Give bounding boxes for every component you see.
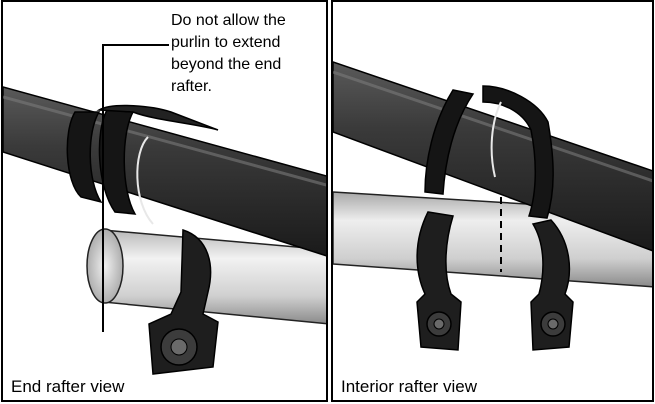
end-rafter-caption: End rafter view	[11, 376, 125, 398]
end-rafter-panel: Do not allow the purlin to extend beyond…	[1, 0, 328, 402]
rafter-strap	[424, 85, 554, 219]
interior-rafter-panel: Interior rafter view	[331, 0, 654, 402]
interior-rafter-caption: Interior rafter view	[341, 376, 478, 398]
clamp-bracket-left	[416, 211, 462, 351]
callout-text: Do not allow the purlin to extend beyond…	[171, 12, 286, 95]
callout-leader-line	[102, 44, 169, 332]
end-rafter-illustration	[3, 44, 326, 375]
rafter-clamp	[66, 104, 219, 225]
interior-rafter-illustration	[333, 61, 652, 351]
clamp-bracket-right	[530, 219, 574, 351]
clamp-bracket	[148, 228, 219, 375]
